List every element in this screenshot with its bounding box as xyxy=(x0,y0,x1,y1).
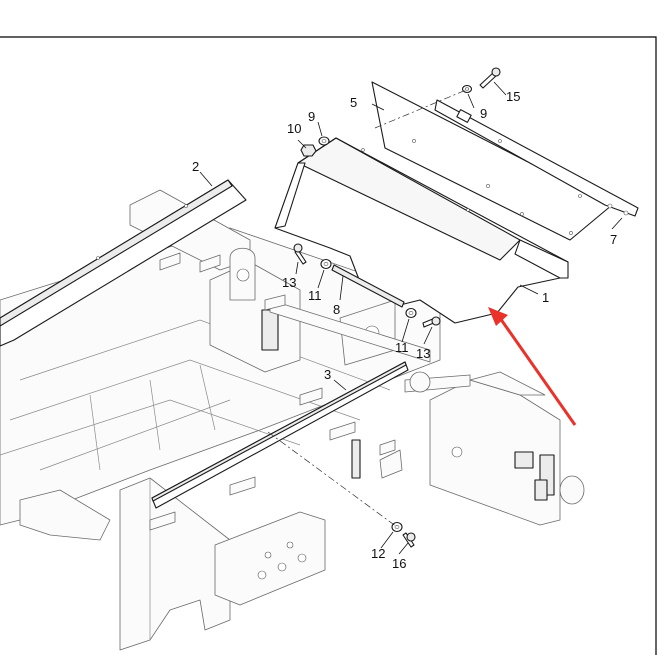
callout-labels: 1 2 3 5 7 8 9 9 10 11 11 12 13 13 15 16 xyxy=(192,89,617,571)
callout-8: 8 xyxy=(333,302,340,317)
callout-10: 10 xyxy=(287,121,301,136)
highlight-arrow xyxy=(488,307,577,426)
callout-9-left: 9 xyxy=(308,109,315,124)
callout-7: 7 xyxy=(610,232,617,247)
callout-9-right: 9 xyxy=(480,106,487,121)
callout-1: 1 xyxy=(542,290,549,305)
callout-15: 15 xyxy=(506,89,520,104)
part-1-cover xyxy=(274,137,569,324)
callout-13-right: 13 xyxy=(416,346,430,361)
part-8-rod xyxy=(331,264,405,308)
fasteners xyxy=(293,67,501,548)
callout-16: 16 xyxy=(392,556,406,571)
diagram-border xyxy=(0,36,657,655)
part-7-slotted-bar xyxy=(434,99,639,217)
callout-2: 2 xyxy=(192,159,199,174)
leader-lines xyxy=(199,81,623,555)
callout-5: 5 xyxy=(350,95,357,110)
callout-12: 12 xyxy=(371,546,385,561)
part-2-angle-strip xyxy=(0,179,247,347)
callout-13-left: 13 xyxy=(282,275,296,290)
part-3-long-strip xyxy=(151,361,409,509)
machine-frame xyxy=(0,189,585,651)
assembly-lines xyxy=(267,89,467,528)
callout-3: 3 xyxy=(324,367,331,382)
callout-11-left: 11 xyxy=(308,288,322,303)
callout-11-right: 11 xyxy=(395,340,409,355)
